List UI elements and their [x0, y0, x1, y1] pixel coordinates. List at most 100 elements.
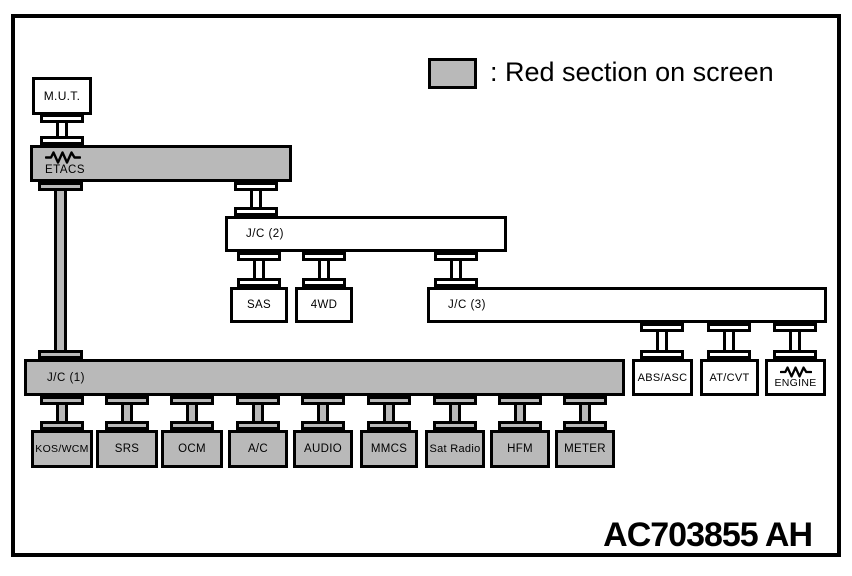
connector-flange [170, 421, 214, 430]
connector-stem [789, 332, 801, 350]
connector-flange [367, 421, 411, 430]
connector-jc1-hfm [498, 396, 542, 430]
connector-flange [170, 396, 214, 405]
junction-jc3: J/C (3) [427, 287, 827, 323]
connector-flange [773, 323, 817, 332]
connector-flange [237, 278, 281, 287]
node-at-cvt-label: AT/CVT [709, 371, 750, 384]
bus-etacs: ETACS [30, 145, 292, 182]
junction-jc3-label: J/C (3) [448, 299, 486, 311]
node-at-cvt: AT/CVT [700, 359, 759, 396]
node-sat-radio: Sat Radio [425, 430, 485, 468]
junction-jc1: J/C (1) [24, 359, 625, 396]
connector-flange [236, 396, 280, 405]
node-sas-label: SAS [247, 299, 271, 311]
connector-stem [186, 405, 198, 421]
connector-flange [40, 396, 84, 405]
connector-flange [498, 396, 542, 405]
resistor-icon [779, 366, 812, 378]
connector-jc1-sat-radio [433, 396, 477, 430]
connector-stem [723, 332, 735, 350]
connector-jc1-ac [236, 396, 280, 430]
connector-flange [773, 350, 817, 359]
figure-code: AC703855 AH [603, 516, 813, 554]
connector-stem [252, 405, 264, 421]
junction-jc2: J/C (2) [225, 216, 507, 252]
connector-flange [40, 136, 84, 145]
node-4wd-label: 4WD [310, 299, 338, 311]
node-srs: SRS [96, 430, 158, 468]
connector-stem [56, 405, 68, 421]
connector-flange [434, 278, 478, 287]
node-hfm: HFM [490, 430, 550, 468]
connector-flange [40, 421, 84, 430]
node-engine: ENGINE [765, 359, 826, 396]
connector-etacs-jc1-trunk [38, 182, 83, 359]
connector-stem [449, 405, 461, 421]
bus-etacs-label: ETACS [45, 164, 85, 176]
connector-flange [563, 396, 607, 405]
node-abs-asc: ABS/ASC [632, 359, 693, 396]
connector-flange [640, 350, 684, 359]
connector-flange [105, 421, 149, 430]
node-audio: AUDIO [293, 430, 353, 468]
connector-flange [367, 396, 411, 405]
node-mut: M.U.T. [32, 77, 92, 115]
node-kos-wcm: KOS/WCM [31, 430, 93, 468]
connector-flange [498, 421, 542, 430]
connector-jc1-mmcs [367, 396, 411, 430]
node-sat-radio-label: Sat Radio [429, 443, 481, 455]
connector-jc1-audio [301, 396, 345, 430]
connector-jc1-meter [563, 396, 607, 430]
connector-flange [301, 421, 345, 430]
connector-stem [56, 123, 68, 136]
node-ac-label: A/C [247, 443, 269, 455]
connector-flange [434, 252, 478, 261]
connector-jc2-jc3 [434, 252, 478, 287]
node-ac: A/C [228, 430, 288, 468]
node-ocm: OCM [161, 430, 223, 468]
node-kos-wcm-label: KOS/WCM [35, 443, 89, 455]
node-4wd: 4WD [295, 287, 353, 323]
connector-flange [105, 396, 149, 405]
connector-jc1-ocm [170, 396, 214, 430]
connector-stem [54, 191, 67, 350]
node-ocm-label: OCM [178, 443, 206, 455]
node-mut-label: M.U.T. [43, 89, 81, 103]
connector-flange [234, 207, 278, 216]
connector-flange [640, 323, 684, 332]
connector-jc3-abs-asc [640, 323, 684, 359]
connector-stem [579, 405, 591, 421]
connector-stem [121, 405, 133, 421]
connector-flange [302, 252, 346, 261]
connector-stem [514, 405, 526, 421]
connector-jc2-sas [237, 252, 281, 287]
connector-mut-etacs [40, 114, 84, 145]
connector-flange [40, 114, 84, 123]
connector-jc1-srs [105, 396, 149, 430]
connector-jc3-engine [773, 323, 817, 359]
connector-flange [234, 182, 278, 191]
connector-flange [301, 396, 345, 405]
connector-stem [318, 261, 330, 278]
legend-label: : Red section on screen [490, 57, 774, 87]
node-mmcs: MMCS [360, 430, 418, 468]
connector-jc1-kos-wcm [40, 396, 84, 430]
connector-flange [563, 421, 607, 430]
junction-jc2-label: J/C (2) [246, 228, 284, 240]
connector-stem [656, 332, 668, 350]
node-abs-asc-label: ABS/ASC [637, 371, 688, 384]
connector-flange [38, 350, 83, 359]
connector-stem [250, 191, 262, 207]
connector-flange [707, 350, 751, 359]
connector-stem [450, 261, 462, 278]
connector-flange [302, 278, 346, 287]
connector-stem [383, 405, 395, 421]
connector-flange [38, 182, 83, 191]
connector-stem [317, 405, 329, 421]
connector-flange [433, 421, 477, 430]
legend-swatch [428, 58, 477, 89]
connector-jc3-at-cvt [707, 323, 751, 359]
resistor-icon [45, 151, 81, 164]
